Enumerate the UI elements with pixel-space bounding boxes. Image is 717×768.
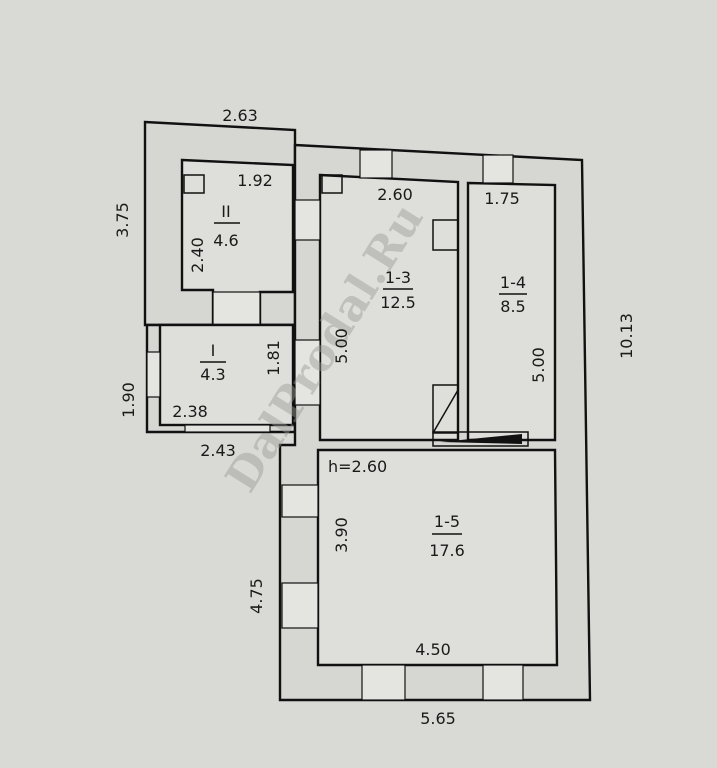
window-1-3	[359, 149, 393, 179]
dim-room-i-width: 2.38	[172, 402, 208, 421]
dim-room-i-outer-width: 2.43	[200, 441, 236, 460]
room-i-id: I	[211, 341, 216, 360]
room-1-3-id: 1-3	[385, 268, 411, 287]
door-i-1-3	[294, 339, 321, 406]
door-room-i	[146, 351, 161, 398]
window-1-5-right	[482, 664, 524, 701]
dim-room-1-3-width: 2.60	[377, 185, 413, 204]
sink-icon	[432, 384, 459, 434]
room-i-area: 4.3	[200, 365, 225, 384]
dim-room-1-4-width: 1.75	[484, 189, 520, 208]
window-1-5-left	[361, 664, 406, 701]
door-ii-i	[212, 291, 261, 326]
room-1-5-id: 1-5	[434, 512, 460, 531]
dim-room-ii-height: 2.40	[188, 237, 207, 273]
room-1-4-id: 1-4	[500, 273, 526, 292]
dim-room-1-5-height: 3.90	[332, 517, 351, 553]
dim-left-annex: 3.75	[113, 202, 132, 238]
heater-fill	[440, 434, 522, 444]
dim-room-i-outer-height: 1.90	[119, 382, 138, 418]
window-room-i	[184, 424, 271, 433]
dim-room-1-4-height: 5.00	[529, 347, 548, 383]
stove-icon	[432, 219, 459, 251]
window-1-5-side-upper	[281, 484, 319, 518]
dim-right-total: 10.13	[617, 313, 636, 359]
room-1-4-area: 8.5	[500, 297, 525, 316]
dim-room-i-height: 1.81	[264, 340, 283, 376]
window-1-5-side-lower	[281, 582, 319, 629]
room-ii-id: II	[221, 202, 230, 221]
ceiling-height: h=2.60	[328, 457, 387, 476]
room-1-4	[466, 181, 557, 442]
dim-top-annex: 2.63	[222, 106, 258, 125]
door-ii-1-3	[294, 199, 321, 241]
fixture-icon	[183, 174, 205, 194]
heater-icon	[432, 431, 529, 447]
dim-room-1-3-height: 5.00	[332, 328, 351, 364]
dim-bottom-total: 5.65	[420, 709, 456, 728]
window-1-4	[482, 154, 514, 184]
room-1-5-area: 17.6	[429, 541, 465, 560]
fixture-icon	[321, 174, 343, 194]
dim-left-lower: 4.75	[247, 578, 266, 614]
room-1-3-area: 12.5	[380, 293, 416, 312]
dim-room-ii-width: 1.92	[237, 171, 273, 190]
room-ii-area: 4.6	[213, 231, 238, 250]
dim-room-1-5-width: 4.50	[415, 640, 451, 659]
